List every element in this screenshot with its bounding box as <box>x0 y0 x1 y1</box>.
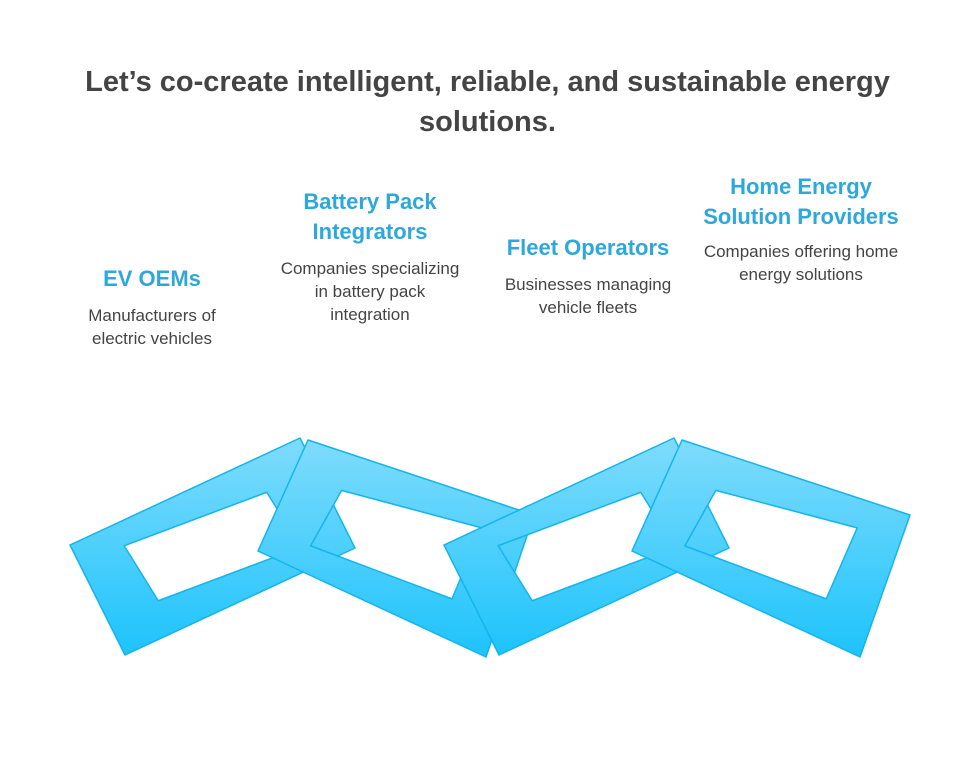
segment-description: Businesses managing vehicle fleets <box>504 275 672 317</box>
segment-heading: EV OEMs <box>103 266 201 291</box>
segment-ev-oems: EV OEMs Manufacturers of electric vehicl… <box>62 264 242 350</box>
segment-battery-pack-integrators: Battery Pack Integrators Companies speci… <box>280 187 460 326</box>
segment-fleet-operators: Fleet Operators Businesses managing vehi… <box>490 233 686 319</box>
chain-link-4 <box>631 439 911 658</box>
segment-description: Manufacturers of electric vehicles <box>88 306 216 348</box>
diagram-title: Let’s co-create intelligent, reliable, a… <box>85 66 890 138</box>
segment-heading: Battery Pack Integrators <box>303 189 437 244</box>
segment-description: Companies offering home energy solutions <box>703 242 899 284</box>
segment-heading: Fleet Operators <box>506 235 670 260</box>
segment-description: Companies specializing in battery pack i… <box>280 259 460 324</box>
segment-heading: Home Energy Solution Providers <box>703 174 899 229</box>
segment-home-energy-solution-providers: Home Energy Solution Providers Companies… <box>702 172 900 286</box>
